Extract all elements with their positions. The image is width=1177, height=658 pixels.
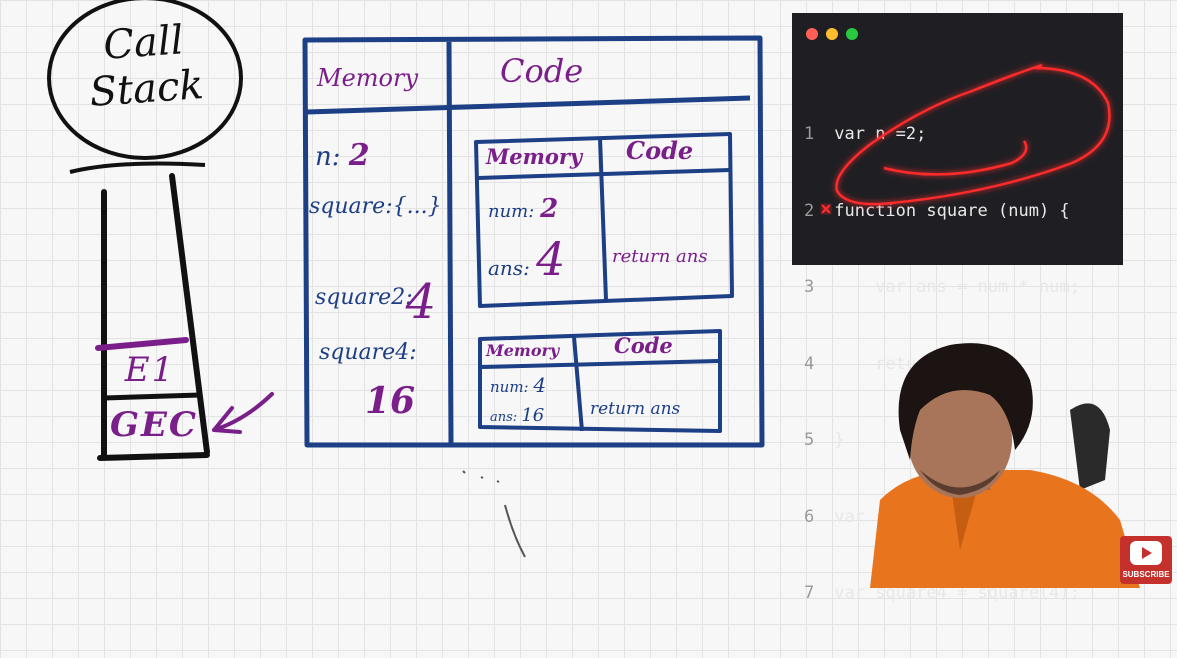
memory-key: ans: — [490, 410, 518, 425]
inner2-memory-header: Memory — [486, 341, 560, 360]
memory-value-square4: 16 — [365, 380, 416, 422]
stack-frame-e1: E1 — [124, 350, 176, 390]
outer-code-header: Code — [500, 52, 584, 90]
pen-scribble — [462, 470, 526, 558]
memory-key: num: — [490, 378, 529, 396]
close-dot[interactable] — [806, 28, 818, 40]
memory-entry-square4: square4: — [319, 340, 417, 365]
code-line-text: function square (num) { — [834, 200, 1070, 221]
inner1-entry-ans: ans: 4 — [488, 232, 565, 286]
presenter-video — [870, 343, 1140, 588]
memory-key: square2: — [315, 285, 413, 310]
memory-key: square4: — [319, 340, 417, 365]
memory-key: ans: — [488, 256, 530, 280]
code-line-2: 2 function square (num) { — [804, 200, 1070, 221]
outer-context-frame — [302, 35, 765, 448]
memory-entry-n: n: 2 — [315, 138, 370, 173]
maximize-dot[interactable] — [846, 28, 858, 40]
inner1-code-text: return ans — [612, 246, 708, 267]
inner1-memory-header: Memory — [486, 144, 583, 169]
code-line-3: 3 var ans = num * num; — [804, 277, 1080, 297]
call-stack-bubble — [47, 0, 274, 461]
inner1-entry-num: num: 2 — [488, 194, 558, 224]
memory-value: 4 — [533, 373, 547, 397]
inner-execution-context-1: Memory Code num: 2 ans: 4 return ans — [470, 128, 740, 310]
code-line-text: var ans = num * num; — [834, 277, 1080, 297]
call-stack-title: Call Stack — [88, 17, 206, 116]
memory-value: 2 — [348, 138, 370, 173]
code-editor-window: 1 var n =2; 2 function square (num) { 3 … — [792, 13, 1123, 603]
minimize-dot[interactable] — [826, 28, 838, 40]
memory-value: 2 — [540, 194, 559, 224]
outer-execution-context: Memory Code n: 2 square:{...} square2: 4… — [295, 30, 770, 455]
inner2-code-header: Code — [614, 333, 673, 358]
inner2-code-text: return ans — [590, 399, 681, 419]
inner-context-1-frame — [474, 132, 734, 308]
inner-execution-context-2: Memory Code num: 4 ans: 16 return ans — [474, 327, 730, 439]
subscribe-button[interactable]: SUBSCRIBE — [1120, 536, 1172, 584]
memory-key: square: — [309, 194, 393, 219]
code-line-1: 1 var n =2; — [804, 124, 927, 144]
inner2-entry-num: num: 4 — [490, 373, 546, 397]
code-line-text: } — [834, 430, 845, 450]
stack-frame-gec: GEC — [109, 405, 198, 445]
code-line-5: 5 } — [804, 430, 845, 450]
memory-entry-square: square:{...} — [309, 194, 442, 219]
subscribe-label: SUBSCRIBE — [1122, 570, 1170, 579]
memory-key: num: — [488, 201, 535, 222]
memory-entry-square2: square2: 4 — [315, 260, 450, 330]
youtube-play-icon — [1130, 541, 1162, 565]
memory-value: {...} — [392, 194, 442, 219]
memory-value: 4 — [405, 274, 437, 330]
inner2-entry-ans: ans: 16 — [490, 405, 544, 426]
inner-context-2-frame — [478, 329, 722, 433]
memory-key: n: — [315, 142, 341, 172]
memory-value: 16 — [521, 405, 545, 426]
memory-value: 4 — [536, 232, 566, 286]
code-line-text: var n =2; — [834, 124, 927, 144]
inner1-code-header: Code — [626, 136, 694, 165]
outer-memory-header: Memory — [317, 64, 419, 92]
red-highlight-annotation — [821, 63, 1111, 214]
call-stack: Call Stack E1 GEC — [0, 0, 290, 470]
